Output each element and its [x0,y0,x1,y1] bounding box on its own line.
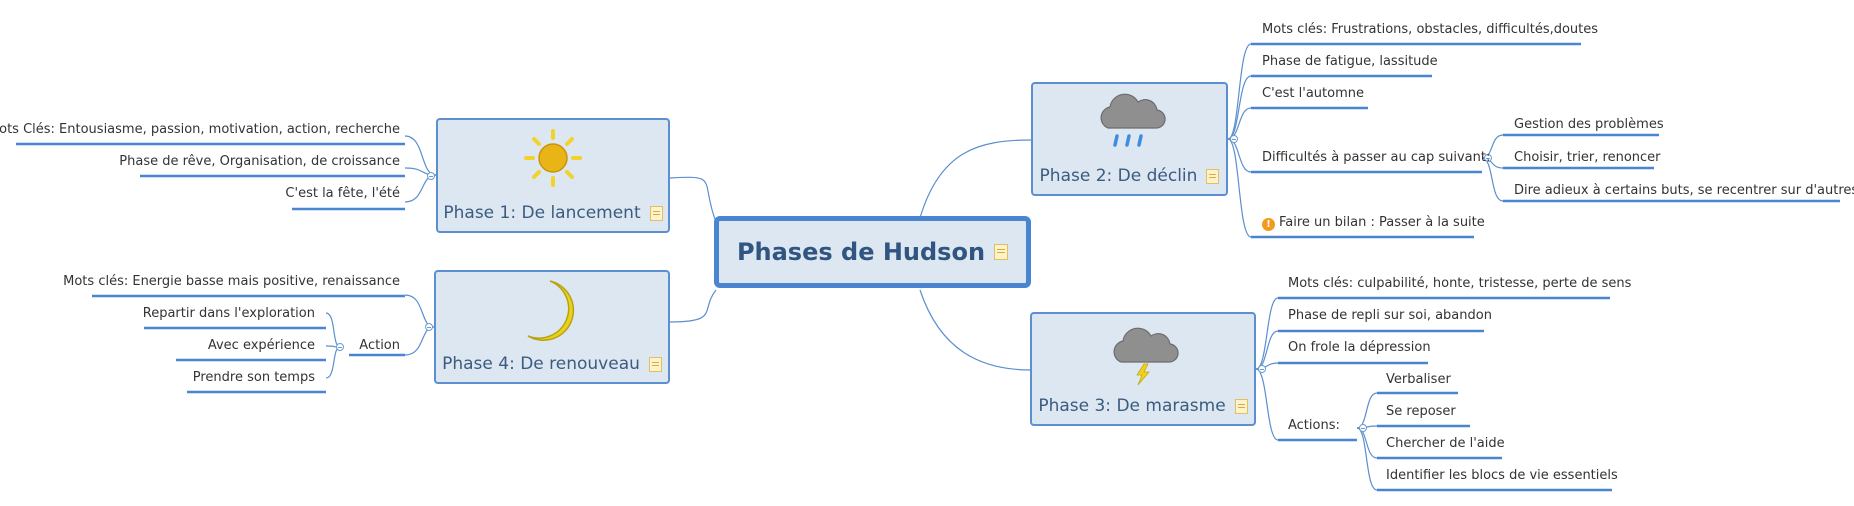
subtopic[interactable]: Verbaliser [1386,372,1451,387]
collapse-toggle-action[interactable] [336,343,344,351]
central-topic[interactable]: Phases de Hudson [714,216,1031,288]
link-phase3 [919,289,1032,371]
central-topic-title: Phases de Hudson [736,238,986,266]
warning-icon: ! [1262,218,1275,231]
link-phase1 [669,176,717,223]
subtopic[interactable]: Repartir dans l'exploration [142,306,315,321]
subtopic[interactable]: Chercher de l'aide [1386,436,1505,451]
note-icon[interactable] [1206,168,1220,184]
collapse-toggle-difficultes[interactable] [1484,154,1492,162]
subtopic[interactable]: Mots clés: Frustrations, obstacles, diff… [1262,22,1599,37]
collapse-toggle-phase3[interactable] [1258,365,1266,373]
subtopic[interactable]: Phase de repli sur soi, abandon [1288,308,1492,323]
subtopic[interactable]: Avec expérience [207,338,315,353]
subtopic[interactable]: Action [359,338,400,353]
storm-cloud-icon [1113,327,1179,386]
link-phase4 [669,289,717,323]
subtopic-warning[interactable]: !Faire un bilan : Passer à la suite [1262,215,1485,231]
subtopic[interactable]: Mots clés: Energie basse mais positive, … [63,274,400,289]
subtopic[interactable]: Se reposer [1386,404,1456,419]
subtopic[interactable]: Dire adieux à certains buts, se recentre… [1514,183,1854,198]
subtopic[interactable]: Gestion des problèmes [1514,117,1664,132]
subtopic[interactable]: Prendre son temps [192,370,315,385]
subtopic[interactable]: Mots clés: culpabilité, honte, tristesse… [1288,276,1632,291]
subtopic[interactable]: Phase de fatigue, lassitude [1262,54,1438,69]
topic-phase3-title: Phase 3: De marasme [1038,396,1226,416]
note-icon[interactable] [994,244,1009,260]
subtopic[interactable]: Identifier les blocs de vie essentiels [1386,468,1618,483]
note-icon[interactable] [1234,398,1248,414]
collapse-toggle-phase4[interactable] [425,323,433,331]
topic-phase4[interactable]: Phase 4: De renouveau [434,270,670,384]
topic-phase2-title: Phase 2: De déclin [1039,166,1198,186]
sun-icon [524,129,582,187]
topic-phase1[interactable]: Phase 1: De lancement [436,118,670,233]
rain-cloud-icon [1100,93,1166,147]
topic-phase4-title: Phase 4: De renouveau [442,354,640,374]
collapse-toggle-phase2[interactable] [1230,135,1238,143]
topic-phase1-title: Phase 1: De lancement [443,203,641,223]
subtopic[interactable]: Choisir, trier, renoncer [1514,150,1661,165]
subtopic[interactable]: On frole la dépression [1288,340,1431,355]
collapse-toggle-actions[interactable] [1359,424,1367,432]
subtopic[interactable]: Mots Clés: Entousiasme, passion, motivat… [0,122,400,137]
subtopic[interactable]: C'est l'automne [1262,86,1364,101]
note-icon[interactable] [649,205,663,221]
topic-phase2[interactable]: Phase 2: De déclin [1031,82,1228,196]
subtopic[interactable]: C'est la fête, l'été [285,186,400,201]
subtopic[interactable]: Actions: [1288,418,1340,433]
crescent-moon-icon [527,280,575,341]
subtopic[interactable]: Difficultés à passer au cap suivant: [1262,150,1491,165]
subtopic[interactable]: Phase de rêve, Organisation, de croissan… [119,154,400,169]
topic-phase3[interactable]: Phase 3: De marasme [1030,312,1256,426]
link-phase2 [919,139,1032,219]
collapse-toggle-phase1[interactable] [427,172,435,180]
note-icon[interactable] [648,356,662,372]
